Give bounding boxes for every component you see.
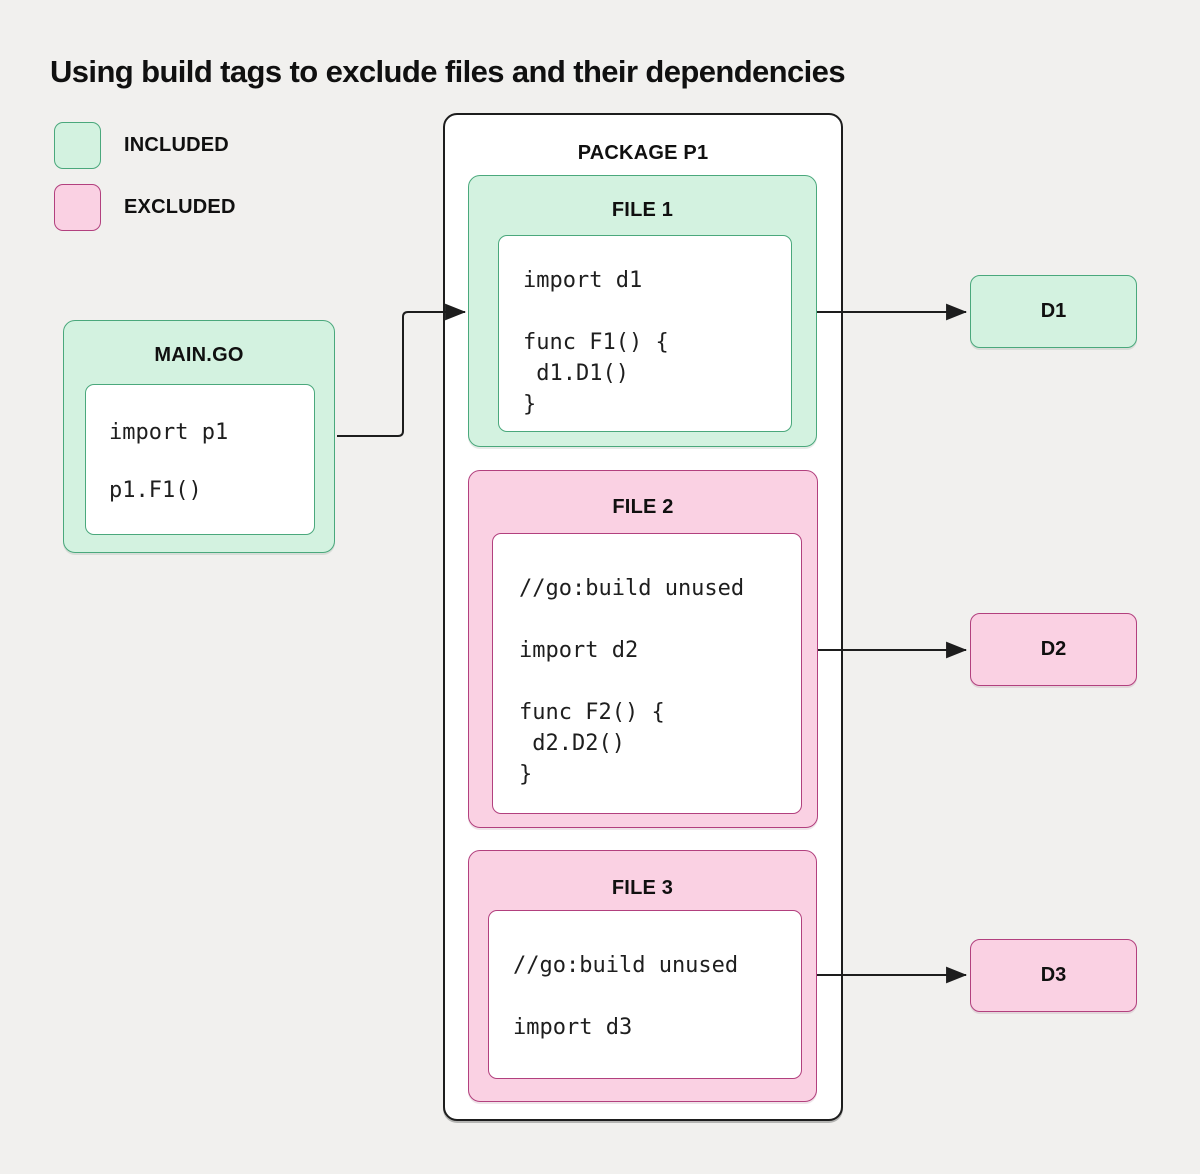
- dep-d2-label: D2: [1040, 638, 1067, 660]
- file3-code: //go:build unused import d3: [513, 953, 739, 1040]
- file2-label: FILE 2: [612, 496, 674, 518]
- main-go-code: import p1 p1.F1(): [109, 420, 229, 503]
- included-color-swatch: [54, 122, 101, 169]
- dep-d1-box: D1: [970, 275, 1137, 348]
- file1-label: FILE 1: [611, 199, 674, 221]
- file1-box: FILE 1 import d1 func F1() { d1.D1() }: [468, 175, 817, 447]
- dep-d3-box: D3: [970, 939, 1137, 1012]
- excluded-color-swatch: [54, 184, 101, 231]
- legend-included-swatch: [54, 122, 101, 169]
- legend-excluded-swatch: [54, 184, 101, 231]
- file3-code-panel: //go:build unused import d3: [488, 910, 802, 1079]
- legend-included-label: INCLUDED: [124, 134, 229, 156]
- main-go-code-panel: import p1 p1.F1(): [85, 384, 315, 535]
- file3-box: FILE 3 //go:build unused import d3: [468, 850, 817, 1102]
- file2-code-panel: //go:build unused import d2 func F2() { …: [492, 533, 802, 814]
- package-p1-label: PACKAGE P1: [577, 142, 709, 164]
- file1-code-panel: import d1 func F1() { d1.D1() }: [498, 235, 792, 432]
- file3-label: FILE 3: [611, 877, 674, 899]
- diagram-title: Using build tags to exclude files and th…: [50, 54, 846, 89]
- main-go-label: MAIN.GO: [154, 344, 244, 366]
- dep-d2-box: D2: [970, 613, 1137, 686]
- file1-code: import d1 func F1() { d1.D1() }: [523, 268, 669, 417]
- legend-excluded-label: EXCLUDED: [124, 196, 236, 218]
- dep-d3-label: D3: [1040, 964, 1067, 986]
- dep-d1-label: D1: [1040, 300, 1067, 322]
- file2-box: FILE 2 //go:build unused import d2 func …: [468, 470, 818, 828]
- file2-code: //go:build unused import d2 func F2() { …: [519, 576, 745, 787]
- main-go-box: MAIN.GO import p1 p1.F1(): [63, 320, 335, 553]
